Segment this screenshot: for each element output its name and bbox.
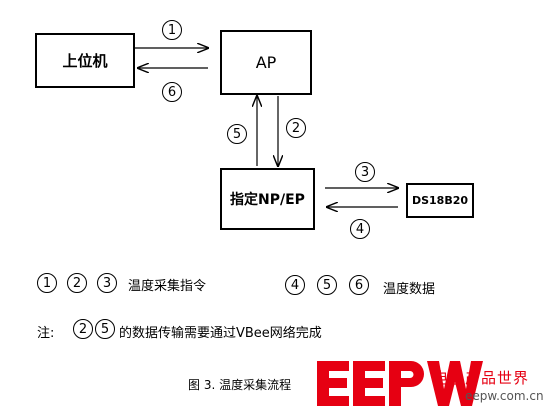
legend-collect-cmd: 温度采集指令 xyxy=(128,279,207,294)
note-step-5: 5 xyxy=(95,319,115,339)
legend-step-1: 1 xyxy=(37,273,57,293)
watermark-url: eepw.com.cn xyxy=(465,389,543,403)
watermark-tagline: 电子产品世界 xyxy=(433,369,530,387)
eepw-watermark: 电子产品世界 eepw.com.cn xyxy=(315,355,543,413)
host-label: 上位机 xyxy=(62,52,108,70)
figure-caption: 图 3. 温度采集流程 xyxy=(188,378,292,392)
sensor-box: DS18B20 xyxy=(406,183,474,218)
note-step-2: 2 xyxy=(73,319,93,339)
legend-step-4: 4 xyxy=(285,275,305,295)
step-2-marker: 2 xyxy=(286,118,306,138)
ap-label: AP xyxy=(255,53,277,72)
legend-step-5: 5 xyxy=(317,275,337,295)
legend-step-3: 3 xyxy=(97,273,117,293)
np-ep-box: 指定NP/EP xyxy=(220,168,315,230)
eepw-logo-icon xyxy=(317,361,483,406)
np-ep-label: 指定NP/EP xyxy=(230,192,305,208)
step-3-marker: 3 xyxy=(355,162,375,182)
step-1-marker: 1 xyxy=(162,20,182,40)
legend-step-2: 2 xyxy=(67,273,87,293)
legend-step-6: 6 xyxy=(349,275,369,295)
host-box: 上位机 xyxy=(35,33,135,88)
step-6-marker: 6 xyxy=(162,82,182,102)
note-text: 的数据传输需要通过VBee网络完成 xyxy=(119,326,322,341)
legend-temp-data: 温度数据 xyxy=(383,282,436,297)
sensor-label: DS18B20 xyxy=(411,194,469,207)
ap-box: AP xyxy=(220,30,312,95)
step-5-marker: 5 xyxy=(227,124,247,144)
step-4-marker: 4 xyxy=(350,219,370,239)
note-prefix: 注: xyxy=(37,326,55,341)
